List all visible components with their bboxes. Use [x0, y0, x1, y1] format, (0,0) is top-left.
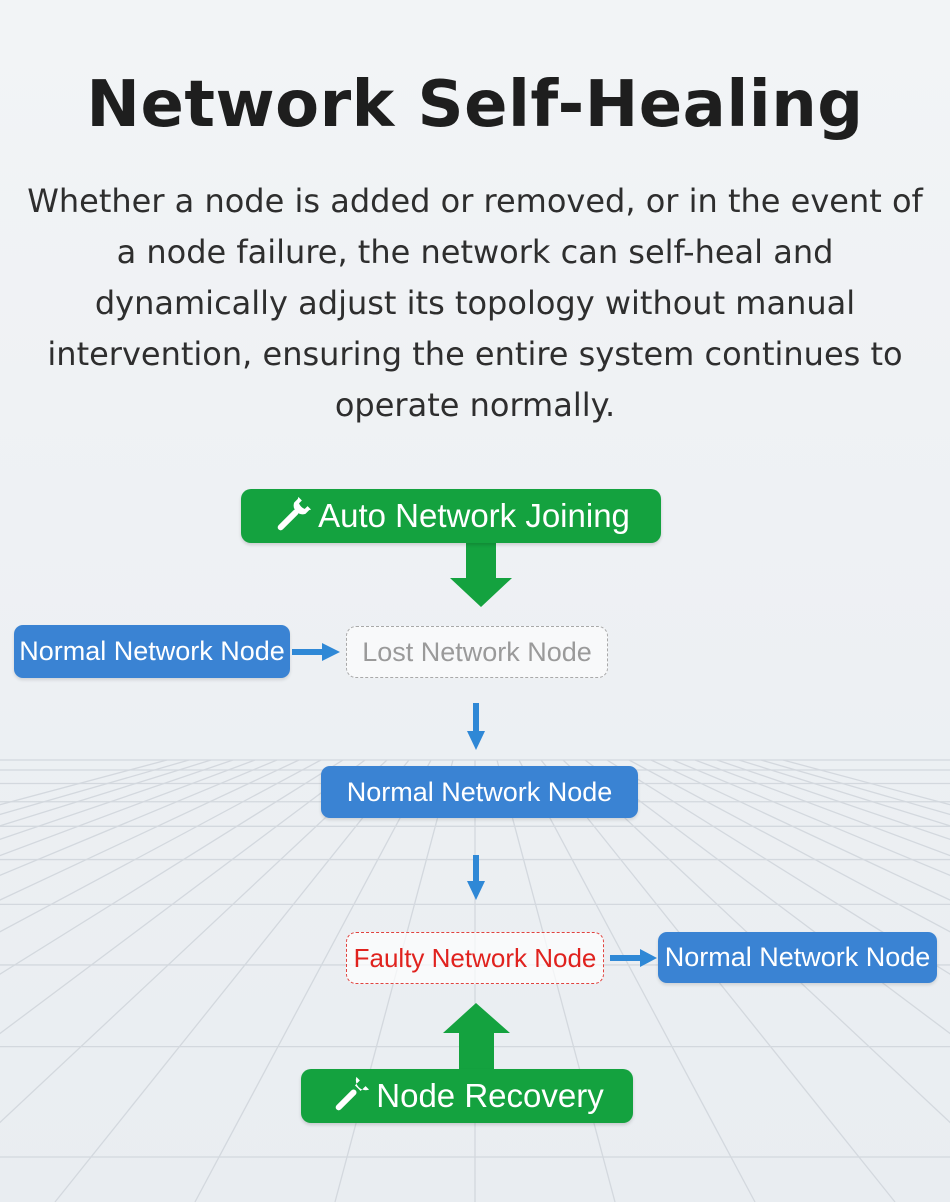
grid-line: [672, 759, 950, 876]
normal-node-left-label: Normal Network Node: [19, 636, 285, 666]
grid-line: [0, 759, 322, 933]
grid-line: [0, 759, 388, 1124]
grid-line: [606, 759, 950, 975]
wrench-icon: [330, 1076, 370, 1116]
grid-line: [716, 759, 950, 841]
normal-node-middle: Normal Network Node: [321, 766, 638, 818]
auto-join-node: Auto Network Joining: [241, 489, 661, 543]
page-title: Network Self-Healing: [86, 68, 864, 142]
blue-arrow-right-2: [610, 949, 657, 967]
grid-line: [0, 759, 300, 901]
normal-node-right: Normal Network Node: [658, 932, 937, 983]
faulty-node: Faulty Network Node: [346, 932, 604, 984]
grid-line: [628, 759, 950, 933]
grid-line: [650, 759, 950, 901]
green-arrow-down: [450, 541, 512, 607]
grid-line: [694, 759, 950, 857]
page-description: Whether a node is added or removed, or i…: [27, 182, 923, 424]
grid-line: [0, 759, 344, 975]
normal-node-left: Normal Network Node: [14, 625, 290, 678]
faulty-node-label: Faulty Network Node: [353, 942, 597, 973]
blue-arrow-down-2: [467, 855, 485, 900]
grid-line: [518, 759, 756, 1202]
wrench-icon: [272, 496, 312, 536]
recovery-node: Node Recovery: [301, 1069, 633, 1123]
normal-node-middle-label: Normal Network Node: [346, 776, 613, 807]
grid-line: [194, 759, 432, 1202]
lost-node-label: Lost Network Node: [362, 636, 592, 667]
grid-line: [0, 759, 256, 857]
grid-line: [0, 759, 366, 1035]
auto-join-label: Auto Network Joining: [318, 497, 630, 534]
grid-line: [0, 759, 234, 841]
grid-line: [0, 759, 278, 876]
grid-line: [54, 759, 410, 1202]
green-arrow-up: [443, 1003, 510, 1070]
blue-arrow-right-1: [292, 643, 340, 661]
normal-node-right-label: Normal Network Node: [664, 942, 931, 972]
recovery-label: Node Recovery: [376, 1077, 604, 1114]
lost-node: Lost Network Node: [346, 626, 608, 678]
blue-arrow-down-1: [467, 703, 485, 750]
